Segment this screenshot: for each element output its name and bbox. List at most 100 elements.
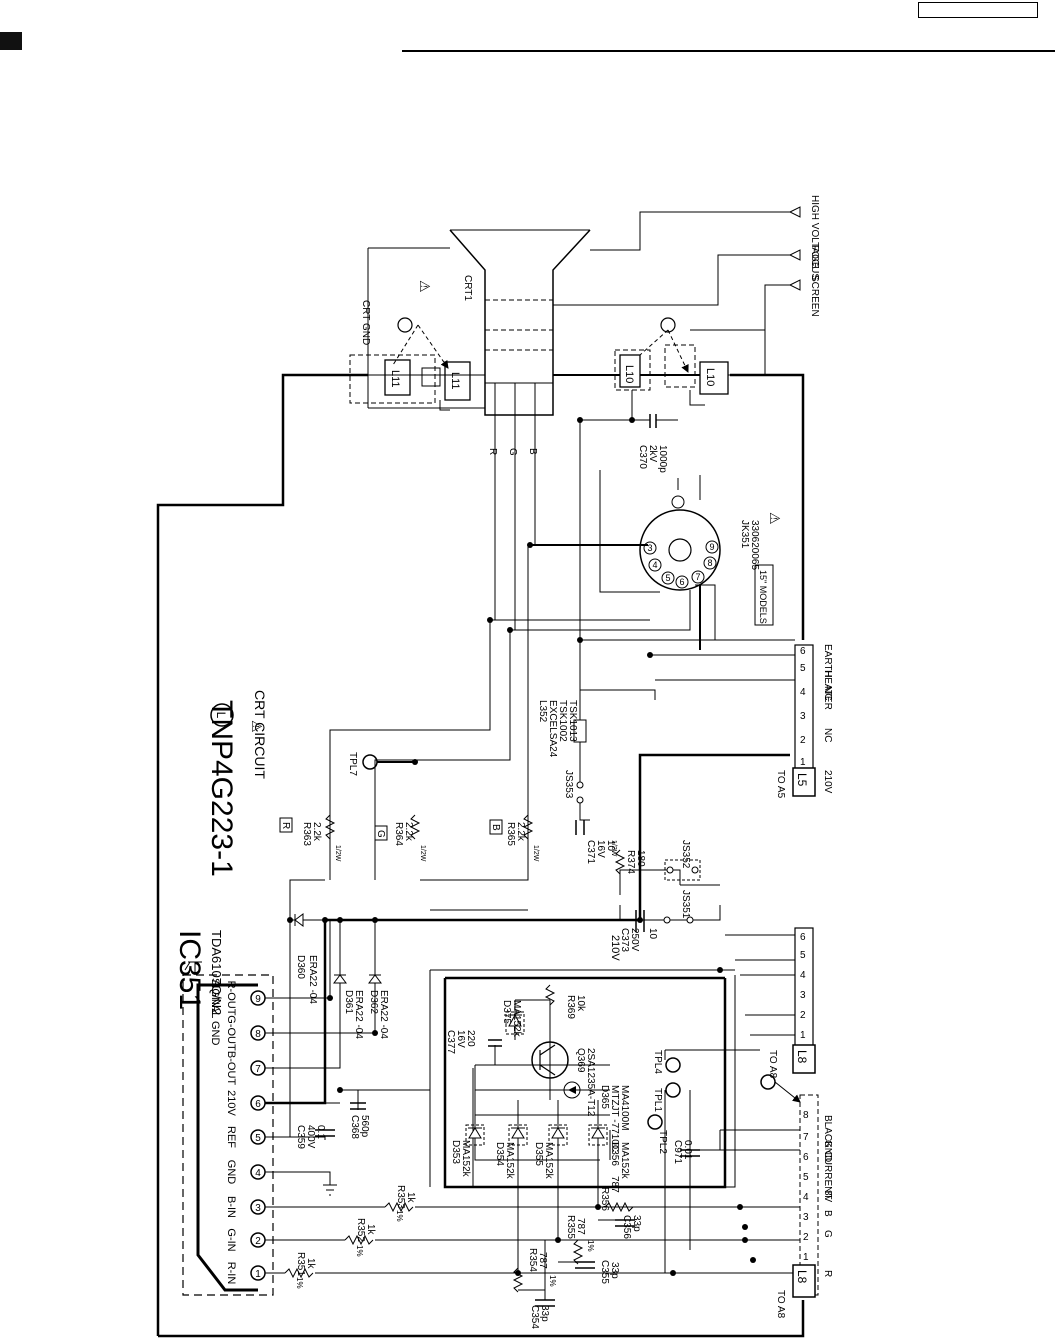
svg-text:L11: L11	[449, 372, 461, 390]
svg-text:16V: 16V	[455, 1030, 466, 1048]
svg-text:210V: 210V	[822, 770, 833, 794]
svg-text:R-IN: R-IN	[225, 1262, 237, 1285]
tpl2: TPL2	[647, 1114, 668, 1154]
r353-label: R353	[395, 1185, 406, 1209]
diode-d356: D356 MA152k	[588, 1124, 630, 1180]
svg-text:D360: D360	[295, 955, 306, 979]
svg-text:1: 1	[800, 1030, 806, 1041]
svg-text:MA4100M: MA4100M	[619, 1085, 630, 1131]
svg-text:R354: R354	[527, 1248, 538, 1272]
svg-text:1k: 1k	[305, 1258, 316, 1270]
connector-l8-bottom: L8 TO A8 1 2 3 4 5 6 7 8 R G B 8V BLACK …	[665, 1049, 833, 1319]
svg-text:8V: 8V	[822, 1190, 833, 1203]
svg-text:10: 10	[605, 840, 616, 852]
svg-text:JS353: JS353	[563, 770, 574, 799]
ic-part: TDA6107Q/N2	[209, 930, 224, 1015]
svg-text:7: 7	[255, 1064, 261, 1075]
svg-text:ERA22 -04: ERA22 -04	[378, 990, 389, 1039]
r369: R369 10k	[544, 984, 586, 1019]
socket-warning-icon: ⚠	[767, 512, 783, 525]
svg-text:C354: C354	[529, 1305, 540, 1329]
svg-text:6: 6	[255, 1099, 261, 1110]
socket-jk351: 3 4 5 6 7 8 9 JK351 330620065 ⚠ 15" MODE…	[530, 470, 783, 650]
svg-text:TSK1013: TSK1013	[567, 700, 578, 742]
svg-text:1/2W: 1/2W	[334, 845, 341, 862]
svg-text:2: 2	[803, 1232, 809, 1243]
svg-text:5: 5	[800, 663, 806, 674]
svg-text:1/2W: 1/2W	[610, 840, 617, 857]
signal-gnd-label: SIGNAL GND	[209, 978, 221, 1045]
svg-text:TPL7: TPL7	[347, 752, 358, 776]
svg-text:MA152k: MA152k	[460, 1140, 471, 1178]
ic-pin: 8 G-OUT	[225, 1015, 266, 1051]
svg-text:D361: D361	[343, 990, 354, 1014]
r351-label: R351	[295, 1252, 306, 1276]
svg-text:G: G	[375, 830, 386, 838]
svg-text:G: G	[507, 448, 518, 456]
crt-warning-icon: ⚠	[417, 280, 433, 293]
svg-text:R: R	[822, 1270, 833, 1277]
svg-text:MTZJT -7710C: MTZJT -7710C	[609, 1085, 620, 1152]
svg-text:3: 3	[800, 711, 806, 722]
board-title: L TNP4G223-1 CRT CIRCUIT ⚠	[205, 690, 268, 877]
svg-text:C377: C377	[445, 1030, 456, 1054]
connector-l8-top: 1 2 3 4 5 6 L8 TO A8	[725, 927, 816, 1079]
section-marker	[0, 32, 22, 50]
svg-text:MA152k: MA152k	[504, 1142, 515, 1180]
svg-text:787: 787	[537, 1252, 548, 1269]
svg-text:1%: 1%	[548, 1275, 557, 1287]
svg-text:R: R	[487, 448, 498, 455]
svg-text:TSK1002: TSK1002	[557, 700, 568, 742]
svg-text:C371: C371	[585, 840, 596, 864]
diode-d354: D354 MA152k	[494, 1124, 528, 1180]
svg-text:6: 6	[679, 577, 684, 587]
svg-text:L352: L352	[537, 700, 548, 723]
transistor-q369: Q369 2SA1235A-T12	[531, 1041, 596, 1117]
svg-text:L8: L8	[795, 1050, 809, 1064]
svg-text:5: 5	[800, 950, 806, 961]
c373: C373 250V 10	[619, 910, 658, 952]
svg-text:33p: 33p	[609, 1262, 620, 1279]
r374: R374 180 1/2W	[610, 840, 646, 875]
svg-text:L10: L10	[623, 365, 635, 383]
svg-text:B: B	[822, 1210, 833, 1217]
svg-text:HEATER: HEATER	[822, 670, 833, 710]
ic-body	[196, 983, 258, 1292]
high-voltage-label: HIGH VOLTAGE	[809, 195, 820, 269]
warning-icon: ⚠	[249, 720, 265, 733]
svg-text:R374: R374	[625, 850, 636, 874]
svg-text:REF: REF	[225, 1126, 237, 1148]
svg-text:7: 7	[695, 572, 700, 582]
svg-text:MA152k: MA152k	[619, 1142, 630, 1180]
ic-pin: 9 R-OUT	[225, 981, 266, 1016]
crt-ref: CRT1	[462, 275, 473, 301]
svg-text:16V: 16V	[595, 840, 606, 858]
svg-text:TPL2: TPL2	[657, 1130, 668, 1154]
js352: JS352	[664, 840, 701, 881]
supply-section	[579, 640, 721, 921]
ic-pins: 1 R-IN 2 G-IN 3 B-IN 4 GND 5 REF 6 210V …	[225, 981, 266, 1285]
svg-text:4: 4	[800, 687, 806, 698]
svg-text:C971: C971	[672, 1140, 683, 1164]
l10-block: L10 L10	[553, 317, 766, 640]
c377: C377 16V 220	[445, 1030, 502, 1054]
svg-text:4: 4	[255, 1168, 261, 1179]
svg-text:8: 8	[255, 1029, 261, 1040]
svg-text:2.2k: 2.2k	[403, 822, 414, 842]
svg-text:5: 5	[803, 1172, 809, 1183]
svg-text:MA152k: MA152k	[543, 1142, 554, 1180]
svg-text:2.2k: 2.2k	[311, 822, 322, 842]
svg-text:JK351: JK351	[739, 520, 750, 549]
header-rule	[402, 50, 1055, 52]
svg-text:L11: L11	[389, 370, 401, 388]
r354: R354 787 1%	[512, 1248, 557, 1293]
lead-free-circle	[210, 703, 234, 727]
svg-text:1%: 1%	[355, 1245, 364, 1257]
ic-pin: 1 R-IN	[225, 1262, 266, 1285]
d360: D360 ERA22 -04	[294, 913, 318, 1004]
ic-pin: 3 B-IN	[225, 1196, 266, 1218]
r365: B R365 2.2k 1/2W	[489, 814, 539, 862]
svg-text:TO A5: TO A5	[775, 770, 786, 799]
svg-text:2: 2	[800, 735, 806, 746]
